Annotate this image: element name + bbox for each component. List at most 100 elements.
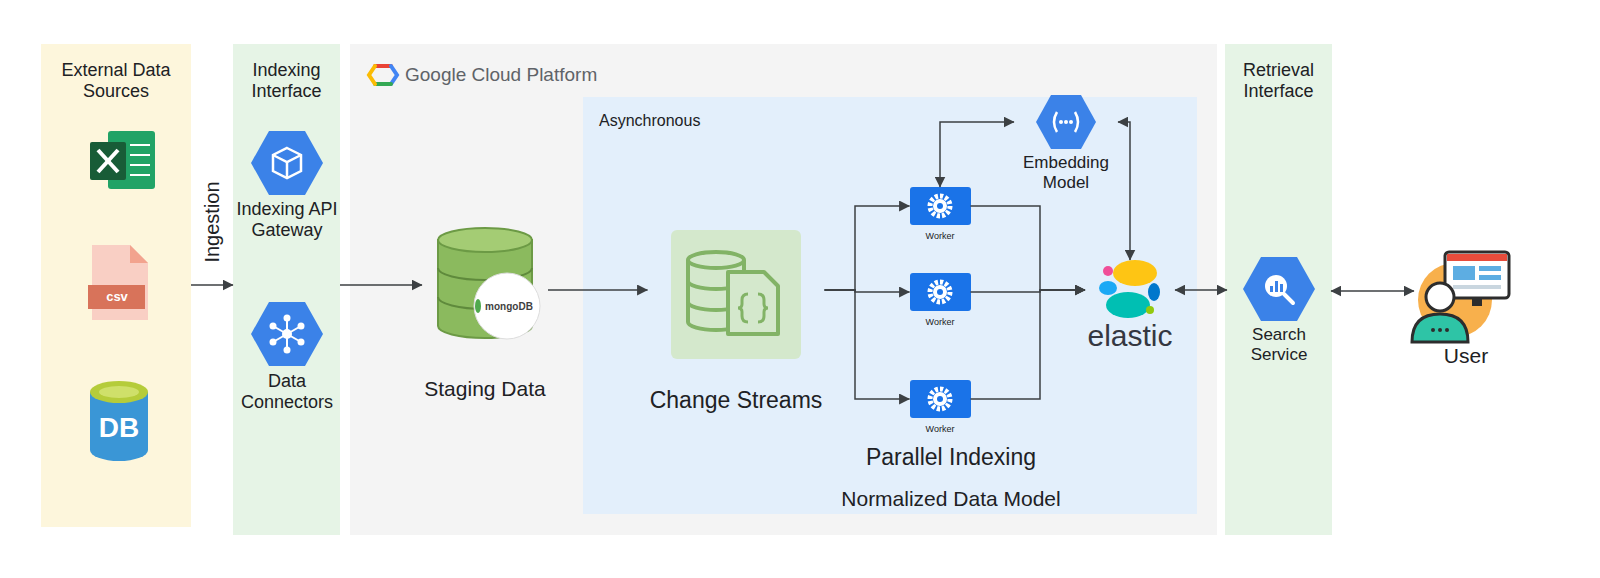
node-label: Worker bbox=[910, 317, 971, 327]
node-label: Embedding Model bbox=[1014, 153, 1118, 192]
user-icon-part bbox=[1479, 275, 1501, 280]
elastic-logo-part bbox=[1099, 281, 1117, 295]
change-streams-icon-part bbox=[758, 294, 768, 322]
user-node: User bbox=[1414, 250, 1518, 369]
product-logo-label: mongoDB bbox=[485, 301, 533, 312]
gateway-icon-part bbox=[273, 155, 301, 162]
flow-arrow bbox=[971, 206, 1086, 290]
user-icon-part bbox=[1438, 328, 1442, 332]
excel-icon-part bbox=[130, 164, 150, 166]
database-label: DB bbox=[99, 413, 139, 444]
null-part-part bbox=[270, 339, 277, 346]
connectors-icon bbox=[251, 302, 323, 366]
user-icon-part bbox=[1431, 328, 1435, 332]
excel-icon-part bbox=[130, 144, 150, 146]
null-part-part bbox=[282, 329, 292, 339]
worker-node: Worker bbox=[910, 380, 971, 435]
file-type-label: csv bbox=[106, 290, 128, 304]
worker-node: Worker bbox=[910, 187, 971, 242]
null-part bbox=[273, 318, 301, 350]
worker-icon-part bbox=[937, 289, 943, 295]
async-panel: AsynchronousParallel IndexingNormalized … bbox=[583, 97, 1197, 514]
search-icon bbox=[1243, 257, 1315, 321]
gateway-node: Indexing API Gateway bbox=[235, 131, 339, 262]
worker-icon-part bbox=[930, 389, 950, 409]
csv-icon-part bbox=[130, 245, 148, 263]
embedding-icon-part bbox=[1064, 120, 1068, 124]
band-backgrounds-part bbox=[41, 44, 191, 527]
embedding-icon-part bbox=[1054, 112, 1057, 132]
connectors-icon-part bbox=[251, 302, 323, 366]
panel-caption: Normalized Data Model bbox=[801, 487, 1101, 511]
staging-database-icon bbox=[438, 228, 540, 339]
worker-icon-part bbox=[937, 396, 943, 402]
staging-database-icon-part bbox=[438, 228, 532, 252]
null-part-part bbox=[284, 347, 291, 354]
embedding-icon-part bbox=[1075, 112, 1078, 132]
connector-node: Data Connectors bbox=[235, 302, 339, 413]
embedding-icon-part bbox=[1069, 120, 1073, 124]
flow-arrow bbox=[340, 284, 422, 286]
search-icon-part bbox=[1280, 284, 1283, 292]
panel-caption: Parallel Indexing bbox=[801, 444, 1101, 470]
elastic-logo-part bbox=[1103, 266, 1113, 276]
flow-arrow bbox=[191, 284, 233, 286]
embedding-icon-part bbox=[1036, 95, 1096, 149]
elastic-logo-part bbox=[1148, 283, 1160, 301]
csv-icon-part bbox=[88, 285, 145, 309]
flow-arrow bbox=[825, 290, 910, 399]
excel-icon bbox=[90, 131, 155, 189]
retrieval-band: Retrieval InterfaceSearch Service bbox=[1225, 44, 1332, 535]
worker-icon-part bbox=[910, 187, 971, 225]
user-icon-part bbox=[1453, 266, 1475, 280]
database-node: Staging Data bbox=[422, 226, 548, 402]
excel-icon-part bbox=[130, 154, 150, 156]
excel-icon-part bbox=[130, 174, 150, 176]
staging-database-icon-part bbox=[474, 273, 540, 339]
worker-icon-part bbox=[910, 380, 971, 418]
elastic-logo-part bbox=[1106, 292, 1150, 318]
elastic-logo bbox=[1099, 260, 1160, 318]
gateway-icon bbox=[251, 131, 323, 195]
node-label: Worker bbox=[910, 231, 971, 241]
search-icon-part bbox=[1265, 275, 1287, 297]
worker-icon bbox=[910, 187, 971, 418]
node-label: Change Streams bbox=[648, 387, 825, 413]
search-engine-node: elastic bbox=[1085, 260, 1175, 354]
user-icon-part bbox=[1447, 254, 1507, 261]
flow-arrow bbox=[971, 290, 1086, 399]
worker-icon-part bbox=[933, 392, 947, 406]
user-icon-part bbox=[1453, 285, 1501, 289]
node-label: Indexing API Gateway bbox=[235, 199, 339, 240]
panel-title: Retrieval Interface bbox=[1225, 60, 1332, 101]
user-icon-part bbox=[1426, 283, 1454, 311]
staging-database-icon-part bbox=[475, 299, 481, 313]
database-icon-part bbox=[90, 381, 148, 403]
database-icon bbox=[90, 381, 148, 461]
worker-icon-part bbox=[930, 282, 950, 302]
change-streams-icon-part bbox=[671, 230, 801, 359]
flow-arrow bbox=[548, 289, 648, 291]
gcp-logo-part bbox=[375, 82, 391, 86]
gateway-icon-part bbox=[251, 131, 323, 195]
change-streams-icon-part bbox=[688, 252, 744, 268]
band-backgrounds-part bbox=[583, 97, 1197, 514]
excel-icon-part bbox=[98, 150, 118, 172]
worker-icon-part bbox=[933, 199, 947, 213]
database-icon-part bbox=[99, 386, 139, 398]
search-icon-part bbox=[1275, 281, 1278, 292]
node-label: Worker bbox=[910, 424, 971, 434]
elastic-logo-part bbox=[1113, 260, 1157, 286]
null-part-part bbox=[298, 339, 305, 346]
worker-icon-part bbox=[910, 273, 971, 311]
user-icon-part bbox=[1412, 314, 1468, 342]
cloud-panel: Google Cloud PlatformStaging DataAsynchr… bbox=[350, 44, 1217, 535]
change-streams-icon bbox=[671, 230, 801, 359]
search-node: Search Service bbox=[1227, 257, 1331, 365]
node-label: Search Service bbox=[1227, 325, 1331, 364]
gcp-logo-part bbox=[391, 66, 397, 84]
node-label: Staging Data bbox=[422, 377, 548, 401]
flow-arrow bbox=[1175, 289, 1227, 291]
